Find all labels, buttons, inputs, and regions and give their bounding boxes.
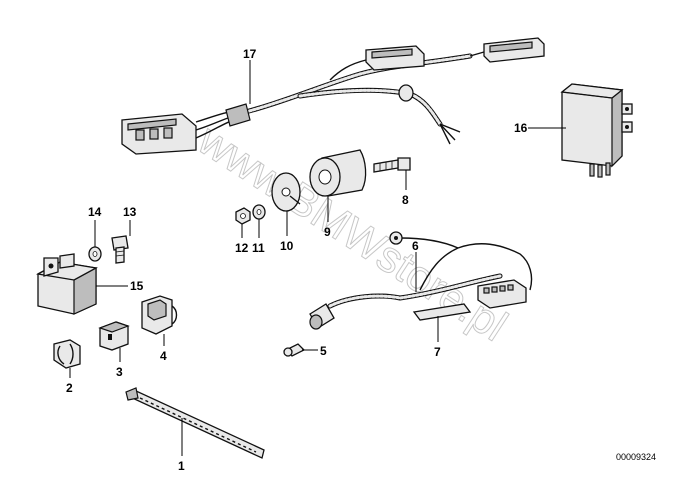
callout-17: 17 — [243, 47, 257, 61]
callout-9: 9 — [324, 225, 331, 239]
cable-tie-icon — [125, 387, 265, 459]
nut-icon — [235, 207, 251, 225]
callout-6: 6 — [412, 239, 419, 253]
callout-8: 8 — [402, 193, 409, 207]
callout-7: 7 — [434, 345, 441, 359]
callout-2: 2 — [66, 381, 73, 395]
callout-4: 4 — [160, 349, 167, 363]
diagram-reference-number: 00009324 — [616, 452, 656, 462]
screw-icon — [373, 157, 411, 173]
connector-housing-icon — [141, 295, 178, 335]
callout-1: 1 — [178, 459, 185, 473]
callout-10: 10 — [280, 239, 294, 253]
bolt-icon — [111, 235, 129, 264]
callout-12: 12 — [235, 241, 249, 255]
bulb-icon — [283, 343, 306, 357]
callout-5: 5 — [320, 344, 327, 358]
washer-icon — [88, 246, 102, 262]
relay-module-icon — [560, 83, 633, 178]
watermark-text: www.BMWstore.pl — [189, 115, 516, 351]
callout-16: 16 — [514, 121, 528, 135]
main-wiring-harness-icon — [121, 37, 545, 155]
callout-11: 11 — [252, 241, 265, 255]
plug-connector-icon — [98, 321, 130, 351]
grommet-icon — [309, 149, 367, 197]
relay-with-bracket-icon — [36, 253, 98, 315]
callout-15: 15 — [130, 279, 144, 293]
callout-3: 3 — [116, 365, 123, 379]
round-cover-plate-icon — [271, 172, 301, 212]
callout-14: 14 — [88, 205, 102, 219]
callout-13: 13 — [123, 205, 137, 219]
clip-icon — [53, 339, 81, 369]
adhesive-strip-icon — [412, 303, 472, 321]
washer-icon — [252, 204, 266, 220]
lamp-wiring-harness-icon — [309, 231, 533, 330]
